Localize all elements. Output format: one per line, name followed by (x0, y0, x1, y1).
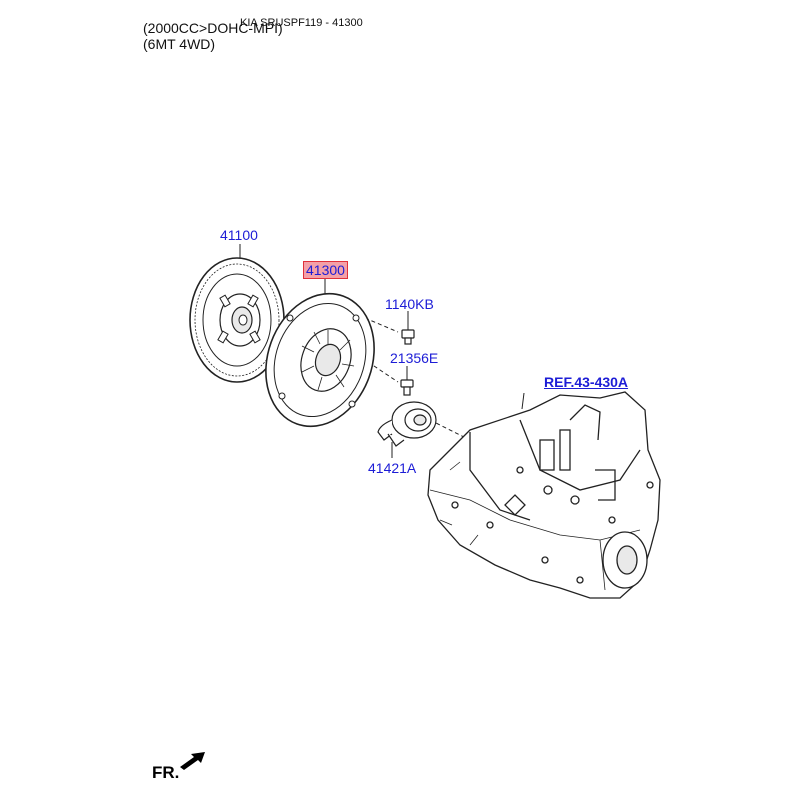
header-engine-spec: (2000CC>DOHC-MPI) (143, 20, 283, 36)
bolt-icon (401, 329, 415, 345)
part-label-21356e[interactable]: 21356E (390, 350, 439, 366)
clutch-cover-icon (265, 292, 375, 428)
ref-link-transmission[interactable]: REF.43-430A (544, 374, 629, 390)
part-label-41421a[interactable]: 41421A (368, 460, 417, 476)
front-direction-arrow-icon (180, 752, 205, 770)
header-model-code: KIA SRUSPF119 - 41300 (240, 17, 363, 29)
release-bearing-icon (377, 401, 437, 447)
clutch-disc-icon (189, 257, 285, 383)
transmission-housing-icon (427, 391, 661, 599)
front-direction-label: FR. (152, 763, 180, 782)
part-label-1140kb[interactable]: 1140KB (385, 296, 434, 312)
screw-icon (400, 379, 414, 396)
part-label-41100[interactable]: 41100 (220, 227, 258, 243)
header-transmission-spec: (6MT 4WD) (143, 36, 216, 52)
part-label-41300[interactable]: 41300 (303, 261, 348, 279)
